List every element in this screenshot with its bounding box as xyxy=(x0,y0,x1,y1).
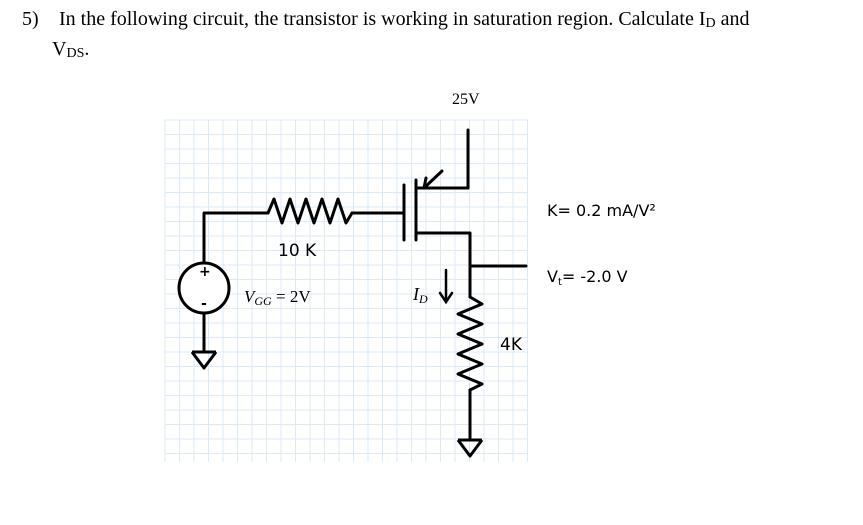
question-body: In the following circuit, the transistor… xyxy=(59,6,839,37)
vgg-sub: GG xyxy=(254,294,272,308)
drain-wire xyxy=(414,231,472,299)
question-line2-end: . xyxy=(84,38,90,60)
vt-sub: t xyxy=(558,277,562,288)
drain-resistor-label: 4K xyxy=(500,335,523,355)
k-parameter-label: K= 0.2 mA/V² xyxy=(547,201,656,220)
current-arrow-icon xyxy=(438,268,454,305)
id-label-main: I xyxy=(412,284,420,304)
id-label-sub: D xyxy=(418,292,428,306)
drain-resistor-zigzag xyxy=(456,295,484,392)
gate-input-wire xyxy=(202,211,270,264)
vgg-value: = 2V xyxy=(272,287,312,306)
voltage-source-icon xyxy=(177,261,231,315)
vt-main: V xyxy=(547,267,558,286)
vds-main: V xyxy=(52,38,67,60)
ground-icon-right xyxy=(456,438,484,458)
gate-resistor-label: 10 K xyxy=(278,241,317,261)
vds-subscript: DS xyxy=(66,46,85,61)
question-line1: In the following circuit, the transistor… xyxy=(59,8,706,30)
ground-icon-left xyxy=(190,350,218,370)
vt-parameter-label: Vt= -2.0 V xyxy=(547,267,628,288)
vt-value: = -2.0 V xyxy=(562,267,628,286)
question-line2: VDS. xyxy=(52,36,89,67)
gate-resistor-zigzag xyxy=(266,197,354,225)
pmos-arrow-icon xyxy=(422,169,444,190)
source-minus-sign: - xyxy=(201,296,207,312)
source-plus-sign: + xyxy=(199,264,211,280)
supply-voltage-label: 25V xyxy=(452,91,480,108)
id-subscript: D xyxy=(705,16,716,31)
source-wire xyxy=(414,128,470,190)
id-label: ID xyxy=(412,284,428,306)
question-line1-end: and xyxy=(715,8,750,30)
vgg-label: VGG = 2V xyxy=(244,287,311,308)
question-number: 5) xyxy=(22,8,39,30)
vgg-main: V xyxy=(244,287,257,306)
